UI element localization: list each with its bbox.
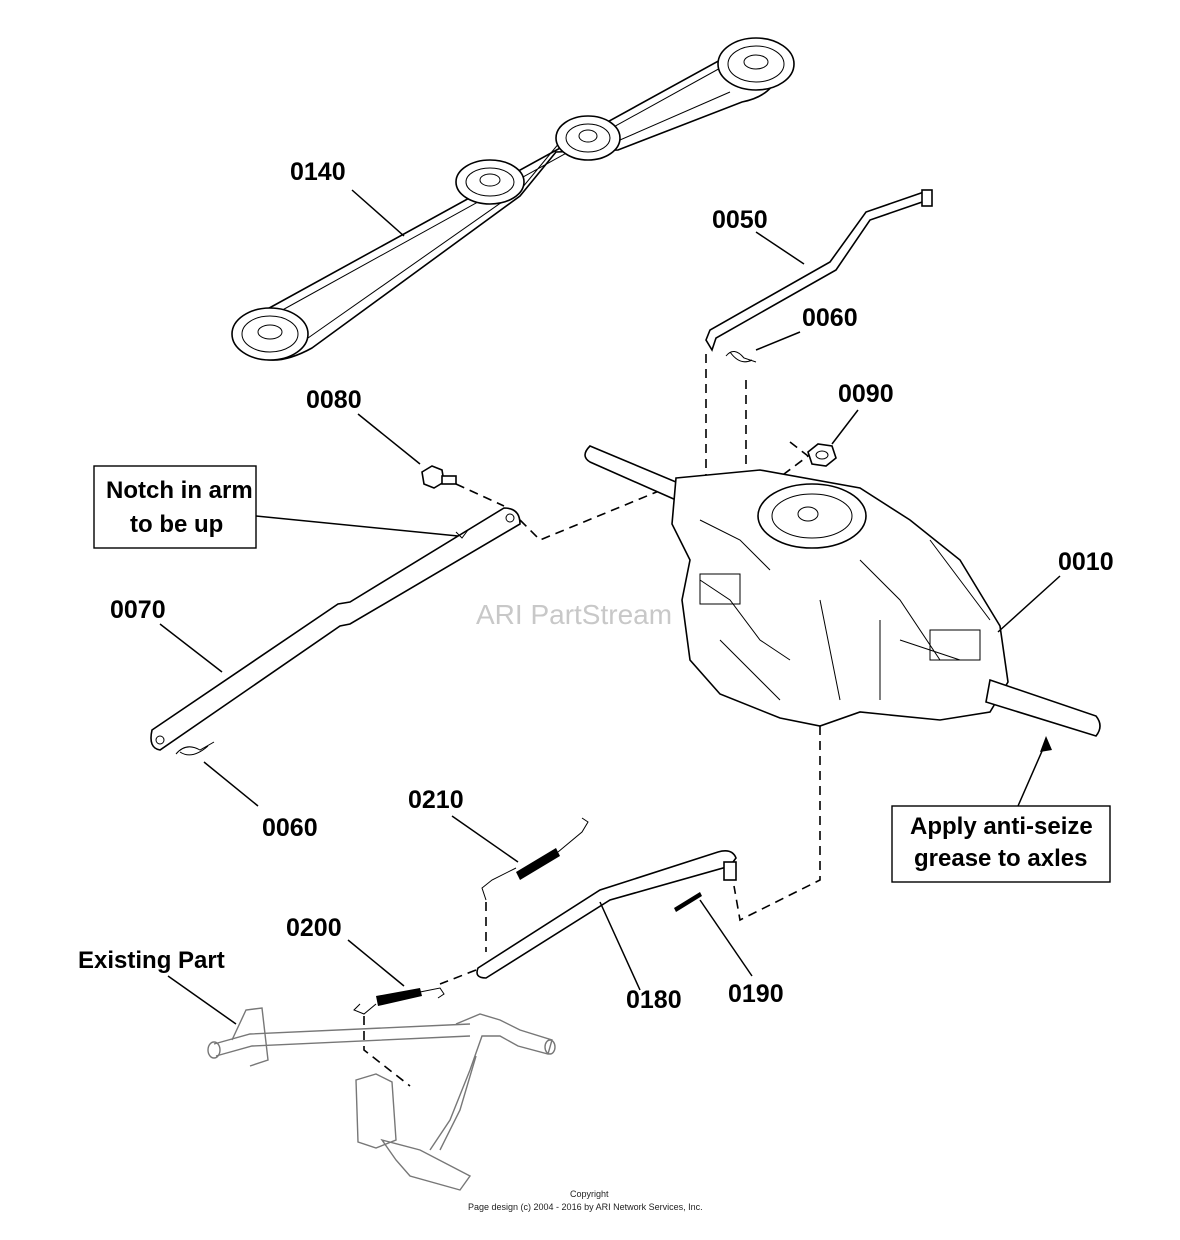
leader-0010	[997, 575, 1061, 633]
hairpin-clip-lower[interactable]	[175, 741, 215, 756]
idler-pulley-left	[455, 159, 525, 205]
leader-existing-part	[167, 975, 237, 1025]
drive-pulley	[231, 307, 309, 361]
leader-0140	[351, 189, 405, 237]
callout-0060-upper[interactable]: 0060	[802, 304, 858, 332]
callout-0200[interactable]: 0200	[286, 914, 342, 942]
callout-0080[interactable]: 0080	[306, 386, 362, 414]
existing-pedal-assembly	[207, 1007, 556, 1191]
leader-0050	[755, 231, 805, 265]
assembly-line-bolt	[455, 483, 677, 541]
leader-0080	[357, 413, 421, 465]
cotter-pin[interactable]	[674, 892, 702, 912]
shoulder-bolt[interactable]	[421, 465, 457, 489]
drive-belt-assembly[interactable]	[231, 37, 795, 361]
leader-0060-upper	[755, 331, 801, 351]
idler-pulley-right	[717, 37, 795, 91]
control-arm[interactable]	[150, 507, 521, 751]
callout-0180[interactable]: 0180	[626, 986, 682, 1014]
notch-note-line2: to be up	[130, 511, 223, 538]
assembly-line-link-rod	[733, 726, 821, 922]
callout-0010[interactable]: 0010	[1058, 548, 1114, 576]
callout-0060-lower[interactable]: 0060	[262, 814, 318, 842]
extension-spring-lower[interactable]	[353, 987, 445, 1015]
antiseize-note-box	[891, 805, 1111, 883]
hairpin-clip-upper[interactable]	[725, 351, 757, 363]
callout-0190[interactable]: 0190	[728, 980, 784, 1008]
callout-0140[interactable]: 0140	[290, 158, 346, 186]
antiseize-note-line2: grease to axles	[914, 845, 1087, 872]
footer-page-design: Page design (c) 2004 - 2016 by ARI Netwo…	[468, 1202, 703, 1212]
callout-0090[interactable]: 0090	[838, 380, 894, 408]
notch-note-line1: Notch in arm	[106, 477, 253, 504]
assembly-line-link-spring	[439, 969, 477, 985]
existing-part-label: Existing Part	[78, 947, 225, 974]
leader-antiseize	[1017, 741, 1047, 807]
idler-pulley-middle	[555, 115, 621, 161]
hex-nut[interactable]	[807, 443, 837, 467]
assembly-line-spring-lower	[363, 1016, 411, 1087]
leader-0200	[347, 939, 405, 987]
link-rod-end	[723, 861, 737, 881]
leader-0190	[699, 899, 753, 977]
arrow-antiseize	[1040, 736, 1052, 752]
leader-0070	[159, 623, 223, 673]
leader-notch-note	[255, 515, 459, 537]
callout-0210[interactable]: 0210	[408, 786, 464, 814]
leader-0060-lower	[203, 761, 259, 807]
leader-0090	[831, 409, 859, 445]
leader-0210	[451, 815, 519, 863]
control-rod-end	[921, 189, 933, 207]
link-rod[interactable]	[476, 850, 737, 979]
extension-spring-upper[interactable]	[481, 817, 589, 901]
leader-0180	[599, 901, 641, 991]
callout-0070[interactable]: 0070	[110, 596, 166, 624]
transaxle[interactable]	[584, 445, 1101, 737]
watermark: ARI PartStream	[476, 599, 672, 630]
footer-copyright: Copyright	[570, 1189, 609, 1199]
antiseize-note-line1: Apply anti-seize	[910, 813, 1093, 840]
callout-0050[interactable]: 0050	[712, 206, 768, 234]
notch-note-box	[93, 465, 257, 549]
